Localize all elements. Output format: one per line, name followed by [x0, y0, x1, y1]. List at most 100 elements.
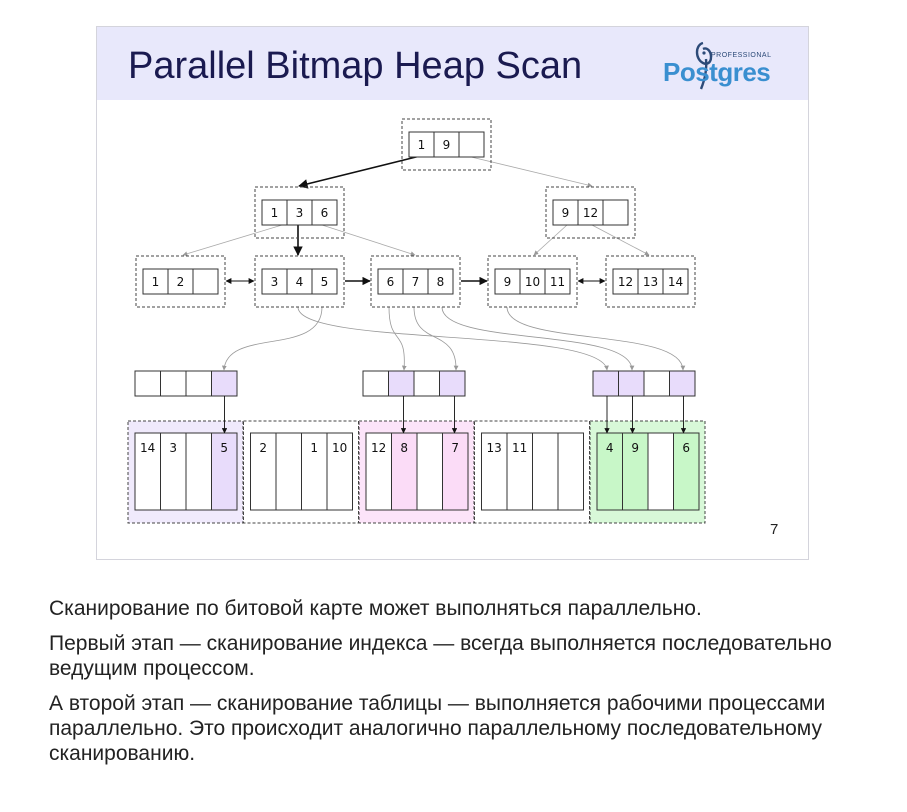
- index-leaf-node-cell: [402, 268, 429, 295]
- index-leaf-node-value: 11: [550, 275, 565, 289]
- index-inner-node-value: 9: [562, 206, 570, 220]
- inner-left-to-leaf1-arrow: [182, 224, 283, 257]
- index-leaf-node-value: 5: [321, 275, 329, 289]
- index-leaf-node-cell: [427, 268, 454, 295]
- heap-tuple-value: 10: [332, 441, 347, 455]
- root-to-inner-right-arrow: [466, 155, 593, 188]
- index-root-node-value: 9: [443, 138, 451, 152]
- index-leaf-node-value: 2: [177, 275, 185, 289]
- note-paragraph-3: А второй этап — сканирование таблицы — в…: [49, 692, 826, 765]
- index-leaf-node-value: 14: [668, 275, 683, 289]
- index-inner-node-cell: [311, 199, 338, 226]
- index-leaf-node-cell: [286, 268, 313, 295]
- bitmap-cell: [413, 370, 440, 397]
- leaf-to-bitmap-curve: [441, 306, 635, 371]
- heap-tuple-cell: [134, 432, 161, 511]
- note-paragraph-1: Сканирование по битовой карте может выпо…: [49, 597, 702, 620]
- index-leaf-node-value: 3: [271, 275, 279, 289]
- heap-tuple-cell: [185, 432, 212, 511]
- index-leaf-node-cell: [544, 268, 571, 295]
- heap-tuple-value: 9: [631, 441, 639, 455]
- heap-tuple-cell: [365, 432, 392, 511]
- root-to-inner-left-arrow: [298, 155, 421, 189]
- leaf-to-bitmap-curve: [413, 306, 459, 371]
- index-leaf-node-value: 6: [387, 275, 395, 289]
- bitmap-cell: [592, 370, 619, 397]
- index-leaf-node-value: 8: [437, 275, 445, 289]
- bitmap-cell: [643, 370, 670, 397]
- index-leaf-node-value: 9: [504, 275, 512, 289]
- heap-tuple-value: 6: [682, 441, 690, 455]
- index-root-node-value: 1: [418, 138, 426, 152]
- index-leaf-node-value: 4: [296, 275, 304, 289]
- index-leaf-node-value: 13: [643, 275, 658, 289]
- bitmap-cell: [669, 370, 696, 397]
- leaf-to-bitmap-curve: [297, 306, 609, 371]
- bitmap-cell: [362, 370, 389, 397]
- heap-tuple-cell: [442, 432, 469, 511]
- heap-tuple-value: 1: [310, 441, 318, 455]
- index-inner-node-cell: [552, 199, 579, 226]
- heap-tuple-value: 8: [400, 441, 408, 455]
- index-inner-node-cell: [602, 199, 629, 226]
- heap-tuple-value: 13: [487, 441, 502, 455]
- index-root-node-cell: [433, 131, 460, 158]
- index-leaf-node-value: 7: [412, 275, 420, 289]
- heap-tuple-cell: [211, 432, 238, 511]
- postgres-professional-logo: PROFESSIONAL Postgres: [663, 37, 793, 93]
- heap-tuple-value: 3: [169, 441, 177, 455]
- index-leaf-node-cell: [167, 268, 194, 295]
- index-root-node-cell: [458, 131, 485, 158]
- heap-tuple-cell: [416, 432, 443, 511]
- index-inner-node-value: 12: [583, 206, 598, 220]
- heap-tuple-value: 11: [512, 441, 527, 455]
- note-paragraph-2: Первый этап — сканирование индекса — все…: [49, 632, 832, 680]
- index-leaf-node-cell: [311, 268, 338, 295]
- heap-tuple-value: 7: [451, 441, 459, 455]
- index-inner-node-value: 3: [296, 206, 304, 220]
- heap-tuple-cell: [532, 432, 559, 511]
- logo-professional-text: PROFESSIONAL: [711, 52, 772, 59]
- heap-tuple-cell: [301, 432, 328, 511]
- heap-tuple-cell: [647, 432, 674, 511]
- slide-notes: Сканирование по битовой карте может выпо…: [49, 596, 869, 776]
- heap-tuple-cell: [596, 432, 623, 511]
- inner-left-to-leaf3-arrow: [321, 224, 416, 256]
- index-leaf-node-cell: [261, 268, 288, 295]
- slide-header: Parallel Bitmap Heap Scan PROFESSIONAL P…: [97, 27, 808, 100]
- index-leaf-node-cell: [142, 268, 169, 295]
- leaf-to-bitmap-curve: [388, 306, 407, 371]
- bitmap-cell: [134, 370, 161, 397]
- bitmap-cell: [160, 370, 187, 397]
- heap-tuple-value: 4: [606, 441, 614, 455]
- index-root-node-cell: [408, 131, 435, 158]
- elephant-icon: [695, 41, 713, 90]
- bitmap-cell: [185, 370, 212, 397]
- index-inner-node-cell: [261, 199, 288, 226]
- index-inner-node-cell: [577, 199, 604, 226]
- heap-tuple-value: 14: [140, 441, 155, 455]
- heap-tuple-cell: [275, 432, 302, 511]
- heap-tuple-value: 2: [259, 441, 267, 455]
- index-inner-node-value: 6: [321, 206, 329, 220]
- heap-tuple-cell: [391, 432, 418, 511]
- heap-tuple-value: 5: [220, 441, 228, 455]
- heap-tuple-cell: [326, 432, 353, 511]
- heap-tuple-cell: [160, 432, 187, 511]
- page-number: 7: [770, 521, 779, 538]
- slide: Parallel Bitmap Heap Scan PROFESSIONAL P…: [96, 26, 809, 560]
- index-leaf-node-value: 1: [152, 275, 160, 289]
- logo-postgres-text: Postgres: [663, 57, 771, 87]
- index-inner-node-cell: [286, 199, 313, 226]
- heap-tuple-cell: [557, 432, 584, 511]
- index-leaf-node-cell: [192, 268, 219, 295]
- bitmap-cell: [388, 370, 415, 397]
- bitmap-cell: [439, 370, 466, 397]
- inner-right-to-leaf5-arrow: [591, 224, 650, 256]
- index-leaf-node-value: 12: [618, 275, 633, 289]
- index-leaf-node-value: 10: [525, 275, 540, 289]
- inner-right-to-leaf4-arrow: [533, 224, 568, 256]
- leaf-to-bitmap-curve: [221, 306, 323, 371]
- leaf-to-bitmap-curve: [506, 306, 686, 371]
